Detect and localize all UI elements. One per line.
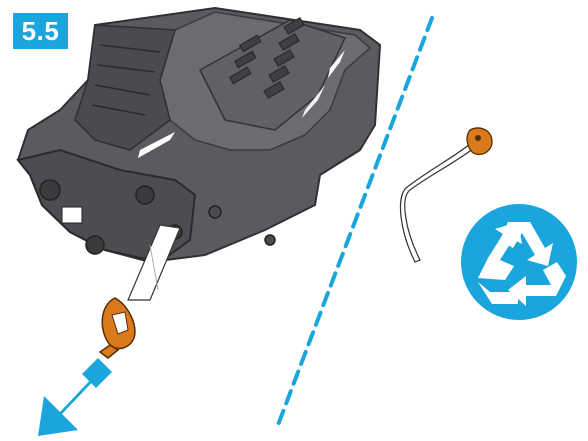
pull-tab	[100, 298, 135, 358]
toner-cartridge	[18, 8, 380, 300]
pull-direction-arrow	[38, 358, 112, 436]
recycle-icon	[461, 204, 577, 320]
